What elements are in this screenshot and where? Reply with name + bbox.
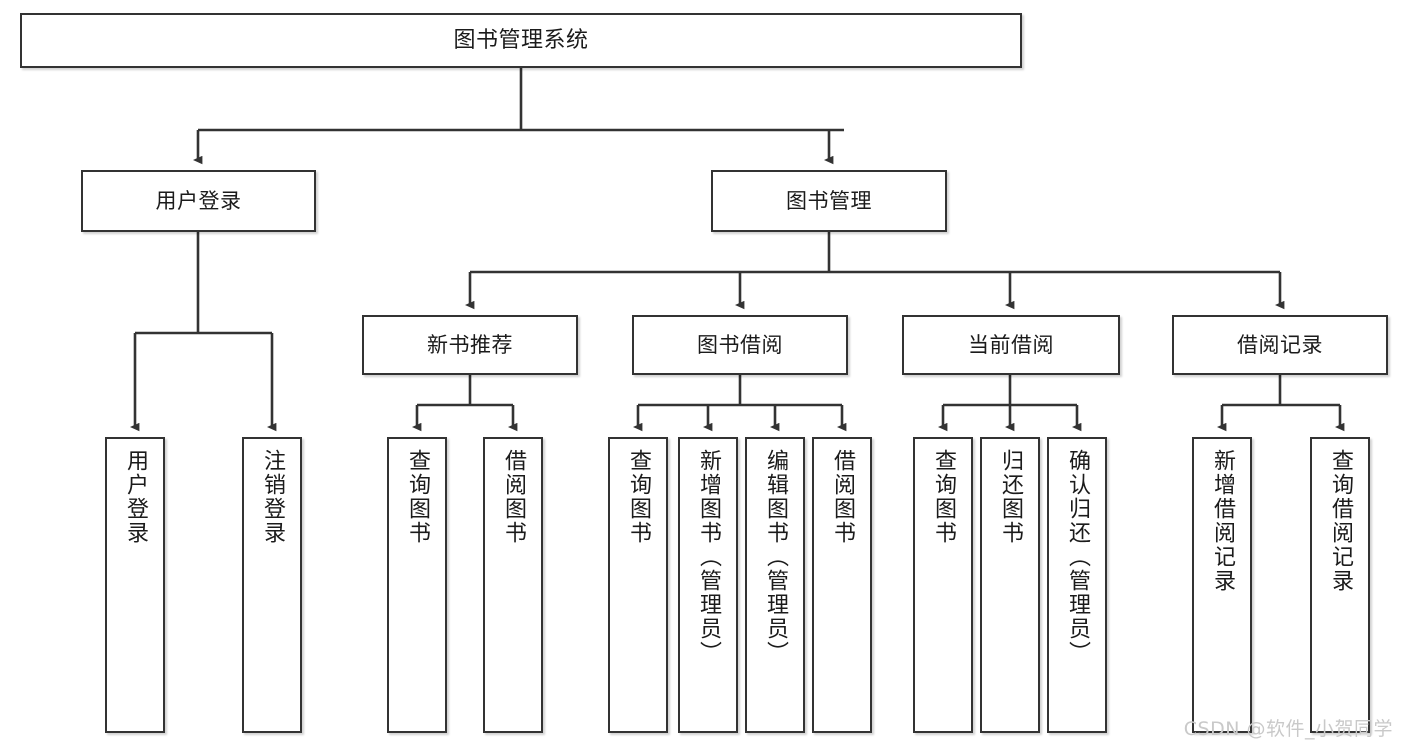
node-leaf-return-book[interactable]: 归还图书 [980,437,1040,733]
node-label: 查询图书 [405,449,430,545]
node-leaf-current-query-book[interactable]: 查询图书 [913,437,973,733]
node-label: 确认归还（管理员） [1065,449,1090,665]
node-label: 图书管理系统 [453,27,589,53]
node-leaf-borrow-query-book[interactable]: 查询图书 [608,437,668,733]
node-book-management[interactable]: 图书管理 [711,170,947,232]
node-new-book-recommend[interactable]: 新书推荐 [362,315,578,375]
node-root-book-management-system[interactable]: 图书管理系统 [20,13,1022,68]
node-user-login[interactable]: 用户登录 [81,170,316,232]
node-label: 查询图书 [931,449,956,545]
node-label: 当前借阅 [968,332,1054,357]
node-leaf-logout[interactable]: 注销登录 [242,437,302,733]
node-label: 新书推荐 [427,332,513,357]
node-label: 借阅图书 [501,449,526,545]
node-leaf-new-book-borrow[interactable]: 借阅图书 [483,437,543,733]
node-label: 借阅图书 [830,449,855,545]
node-label: 图书管理 [786,188,872,213]
node-label: 注销登录 [260,449,285,545]
node-book-borrow[interactable]: 图书借阅 [632,315,848,375]
node-leaf-edit-book-admin[interactable]: 编辑图书（管理员） [745,437,805,733]
node-leaf-user-login[interactable]: 用户登录 [105,437,165,733]
node-current-borrow[interactable]: 当前借阅 [902,315,1120,375]
node-leaf-add-book-admin[interactable]: 新增图书（管理员） [678,437,738,733]
node-label: 编辑图书（管理员） [763,449,788,665]
node-leaf-query-borrow-record[interactable]: 查询借阅记录 [1310,437,1370,733]
node-label: 图书借阅 [697,332,783,357]
node-label: 用户登录 [155,188,242,213]
node-leaf-confirm-return-admin[interactable]: 确认归还（管理员） [1047,437,1107,733]
node-label: 借阅记录 [1237,332,1323,357]
node-leaf-new-book-query[interactable]: 查询图书 [387,437,447,733]
node-label: 新增借阅记录 [1210,449,1235,593]
node-borrow-record[interactable]: 借阅记录 [1172,315,1388,375]
node-leaf-add-borrow-record[interactable]: 新增借阅记录 [1192,437,1252,733]
watermark: CSDN @软件_小贺同学 [1183,718,1393,740]
node-label: 新增图书（管理员） [696,449,721,665]
node-leaf-borrow-book[interactable]: 借阅图书 [812,437,872,733]
node-label: 查询借阅记录 [1328,449,1353,593]
node-label: 用户登录 [123,449,148,545]
node-label: 归还图书 [998,449,1023,545]
node-label: 查询图书 [626,449,651,545]
